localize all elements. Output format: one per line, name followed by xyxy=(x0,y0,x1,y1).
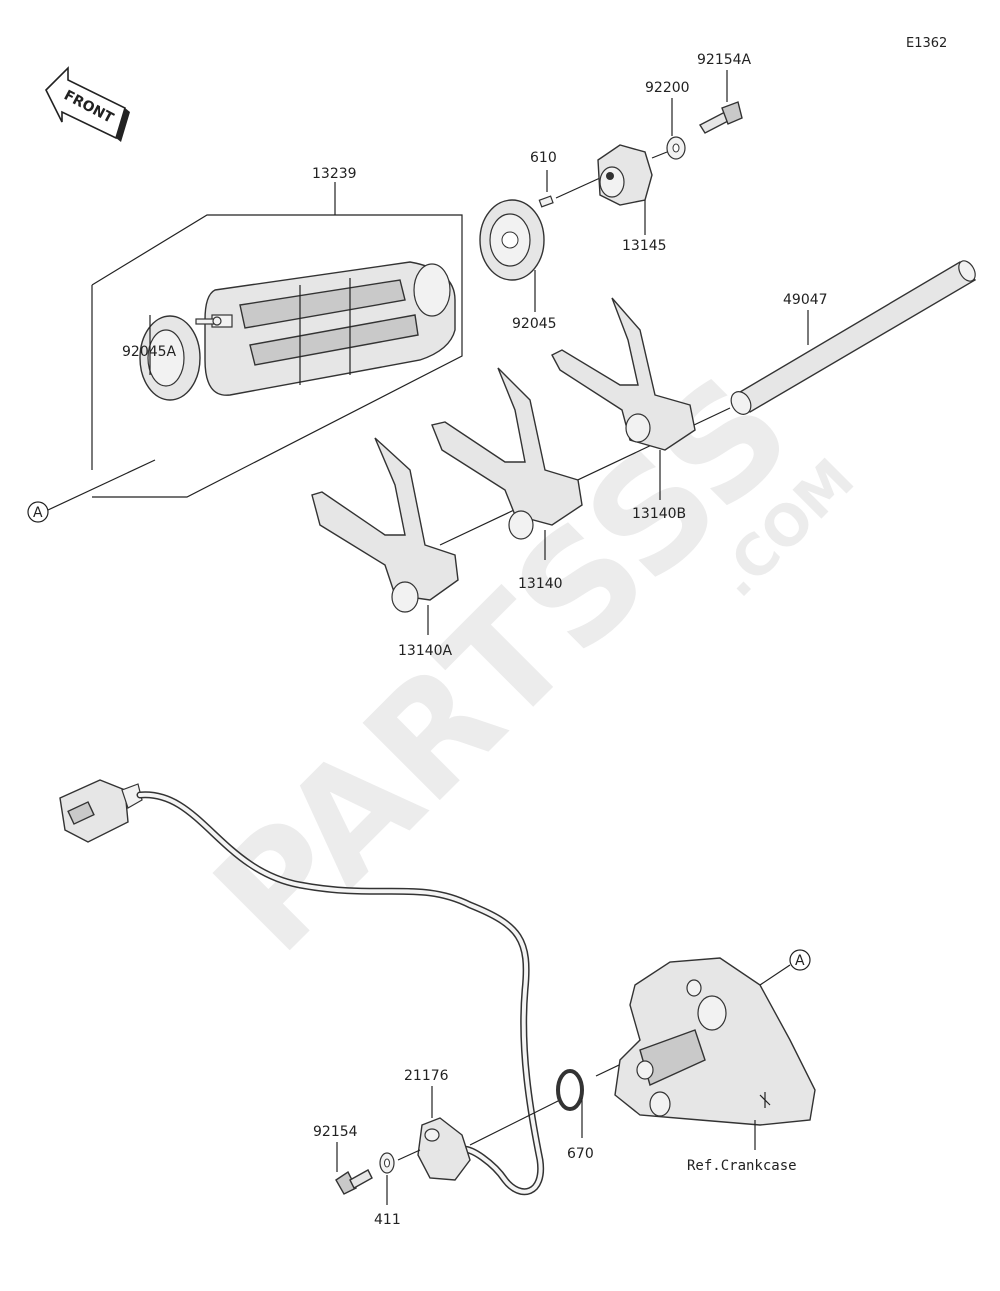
part-13140B-shift-fork: 13140B xyxy=(551,297,696,522)
part-13145-drum-holder: 13145 xyxy=(597,144,667,254)
callout-21176: 21176 xyxy=(404,1068,449,1084)
ref-marker-a-top-label: A xyxy=(33,505,43,521)
callout-92200: 92200 xyxy=(645,80,690,96)
callout-92045A: 92045A xyxy=(122,344,177,360)
watermark-brand: PARTSSS xyxy=(182,343,824,985)
part-13140A-shift-fork: 13140A xyxy=(311,437,459,659)
callout-13140: 13140 xyxy=(518,576,563,592)
front-arrow-icon: FRONT xyxy=(45,66,130,142)
part-13140-shift-fork: 13140 xyxy=(431,367,583,592)
callout-411: 411 xyxy=(374,1212,401,1228)
callout-13140B: 13140B xyxy=(632,506,686,522)
ref-marker-a-bottom: A xyxy=(759,949,811,986)
part-92045-bearing: 92045 xyxy=(479,199,557,332)
ref-crankcase-section: Ref.Crankcase xyxy=(614,957,816,1174)
ref-marker-a-top: A xyxy=(27,459,156,523)
ref-marker-a-bottom-label: A xyxy=(795,953,805,969)
part-13239-shift-drum: 13239 xyxy=(91,166,463,498)
callout-92154: 92154 xyxy=(313,1124,358,1140)
part-92045A-bearing: 92045A xyxy=(122,315,201,401)
callout-92045: 92045 xyxy=(512,316,557,332)
callout-13140A: 13140A xyxy=(398,643,453,659)
ref-crankcase-label: Ref.Crankcase xyxy=(687,1158,797,1174)
part-92200-washer: 92200 xyxy=(645,80,690,160)
part-21176-gear-position-sensor: 21176 xyxy=(59,779,561,1196)
callout-13239: 13239 xyxy=(312,166,357,182)
callout-49047: 49047 xyxy=(783,292,828,308)
part-92154A-bolt: 92154A xyxy=(697,52,752,134)
callout-13145: 13145 xyxy=(622,238,667,254)
callout-610: 610 xyxy=(530,150,557,166)
diagram-code: E1362 xyxy=(906,36,947,51)
part-610-dowel-pin: 610 xyxy=(530,150,601,208)
part-411-washer: 411 xyxy=(374,1149,421,1228)
callout-670: 670 xyxy=(567,1146,594,1162)
part-92154-bolt: 92154 xyxy=(313,1124,373,1195)
callout-92154A: 92154A xyxy=(697,52,752,68)
